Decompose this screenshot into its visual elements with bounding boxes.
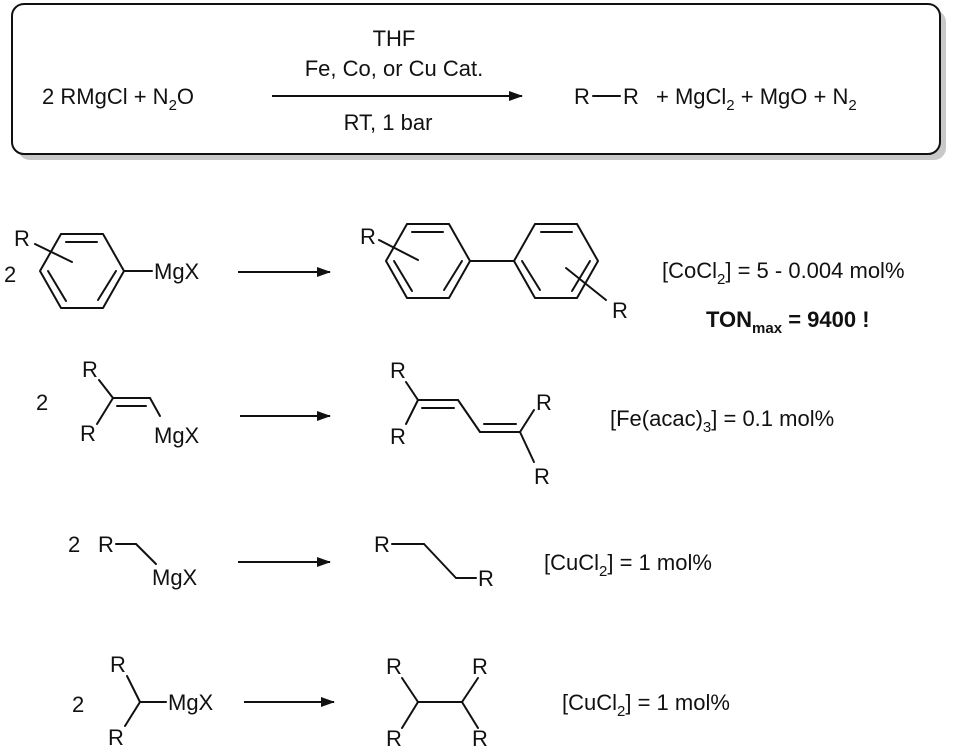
ethane-r-left: R bbox=[374, 532, 390, 557]
secondary-r-top: R bbox=[110, 652, 126, 677]
diene-r-bottom-right: R bbox=[534, 464, 550, 489]
biphenyl-r-right: R bbox=[612, 298, 628, 323]
catalyst-cocl2: [CoCl2] = 5 - 0.004 mol% bbox=[662, 258, 905, 288]
secondary-mgx: MgX bbox=[168, 690, 214, 715]
aryl-r-bond bbox=[34, 243, 73, 263]
catalyst-cucl2-b: [CuCl2] = 1 mol% bbox=[562, 690, 730, 720]
row-primary-alkyl: 2 R MgX R R [CuCl2] = 1 mol% bbox=[68, 532, 712, 591]
secondary-r-bottom: R bbox=[108, 725, 124, 750]
box-frame bbox=[11, 3, 941, 155]
ethane-r-right: R bbox=[478, 566, 494, 591]
aryl-benzene-ring bbox=[39, 233, 125, 309]
coef-secondary: 2 bbox=[72, 692, 84, 717]
aryl-r-label: R bbox=[14, 226, 30, 251]
biphenyl-r-left: R bbox=[360, 224, 376, 249]
biphenyl-ring-right bbox=[513, 223, 599, 299]
row-vinyl: 2 R R MgX R R R R [Fe(acac)3] = 0.1 mol% bbox=[36, 357, 834, 489]
conditions-label: RT, 1 bar bbox=[344, 110, 433, 135]
row-secondary-alkyl: 2 R R MgX R R R R [CuCl2] = 1 mol% bbox=[72, 652, 730, 751]
diene-r-bottom-left: R bbox=[390, 424, 406, 449]
vinyl-mg-bond bbox=[149, 397, 161, 417]
vinyl-mgx: MgX bbox=[154, 423, 200, 448]
biphenyl-ring-left bbox=[385, 223, 471, 299]
row-aryl: 2 R MgX R R [CoCl2] = 5 - 0.004 m bbox=[4, 223, 905, 337]
catalyst-cucl2-a: [CuCl2] = 1 mol% bbox=[544, 550, 712, 580]
vinyl-r-top: R bbox=[82, 357, 98, 382]
coef-aryl: 2 bbox=[4, 262, 16, 287]
coef-vinyl: 2 bbox=[36, 390, 48, 415]
dimer-skeleton bbox=[401, 677, 479, 729]
diene-r-top-right: R bbox=[536, 390, 552, 415]
vinyl-r-bottom-bond bbox=[96, 397, 114, 425]
general-products: + MgCl2 + MgO + N2 bbox=[656, 84, 857, 114]
product-r2: R bbox=[623, 84, 639, 109]
catalyst-fe-acac: [Fe(acac)3] = 0.1 mol% bbox=[610, 406, 834, 436]
secondary-r-top-bond bbox=[126, 675, 141, 703]
biphenyl-r-right-bond bbox=[565, 267, 607, 301]
primary-r-label: R bbox=[98, 532, 114, 557]
dimer-r-tr: R bbox=[472, 654, 488, 679]
general-reaction-box: 2 RMgCl + N2O THF Fe, Co, or Cu Cat. RT,… bbox=[11, 3, 946, 160]
catalyst-label: Fe, Co, or Cu Cat. bbox=[305, 56, 484, 81]
ton-max-label: TONmax = 9400 ! bbox=[706, 307, 870, 337]
vinyl-r-top-bond bbox=[98, 379, 114, 399]
product-r1: R bbox=[574, 84, 590, 109]
aryl-mgx: MgX bbox=[154, 259, 200, 284]
diene-r-top-left: R bbox=[390, 358, 406, 383]
dimer-r-tl: R bbox=[386, 654, 402, 679]
dimer-r-bl: R bbox=[386, 726, 402, 751]
solvent-label: THF bbox=[373, 26, 416, 51]
coef-primary: 2 bbox=[68, 532, 80, 557]
diene-skeleton bbox=[405, 381, 535, 463]
dimer-r-br: R bbox=[472, 726, 488, 751]
primary-mg-bond bbox=[135, 543, 157, 565]
primary-mgx: MgX bbox=[152, 565, 198, 590]
ethane-skeleton bbox=[391, 543, 477, 579]
secondary-r-bottom-bond bbox=[124, 701, 141, 727]
biphenyl-r-left-bond bbox=[378, 239, 419, 261]
general-reactants: 2 RMgCl + N2O bbox=[42, 84, 194, 114]
vinyl-r-bottom: R bbox=[80, 421, 96, 446]
